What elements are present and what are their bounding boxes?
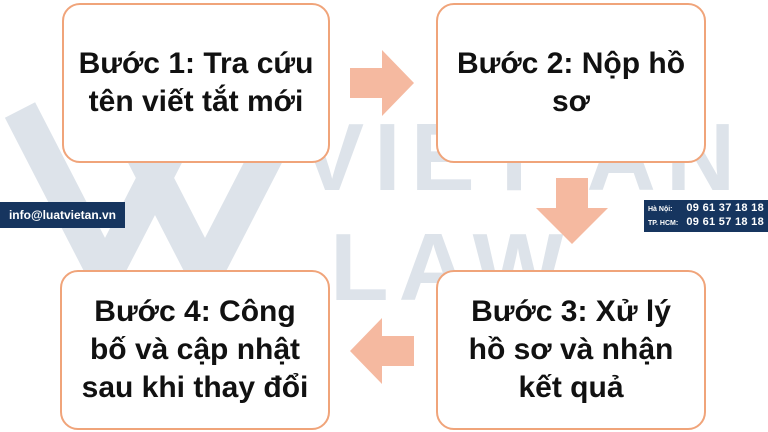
hcm-phone-row: TP. HCM: 09 61 57 18 18 — [648, 216, 764, 230]
arrow-down-icon — [536, 178, 608, 244]
step-4-text: Bước 4: Công bố và cập nhật sau khi thay… — [81, 295, 309, 404]
step-2-box: Bước 2: Nộp hồ sơ — [436, 3, 706, 163]
hcm-phone: 09 61 57 18 18 — [686, 216, 764, 228]
email-badge: info@luatvietan.vn — [0, 202, 125, 228]
step-4-box: Bước 4: Công bố và cập nhật sau khi thay… — [60, 270, 330, 430]
arrow-left-icon — [350, 318, 414, 384]
step-3-box: Bước 3: Xử lý hồ sơ và nhận kết quả — [436, 270, 706, 430]
hcm-label: TP. HCM: — [648, 220, 679, 227]
phone-badge: Hà Nội: 09 61 37 18 18 TP. HCM: 09 61 57… — [644, 200, 768, 232]
step-3-text: Bước 3: Xử lý hồ sơ và nhận kết quả — [468, 295, 674, 404]
step-1-text: Bước 1: Tra cứu tên viết tắt mới — [78, 47, 314, 118]
hanoi-phone: 09 61 37 18 18 — [686, 202, 764, 214]
step-2-text: Bước 2: Nộp hồ sơ — [456, 47, 686, 118]
email-text: info@luatvietan.vn — [8, 208, 117, 222]
step-1-box: Bước 1: Tra cứu tên viết tắt mới — [62, 3, 330, 163]
hanoi-label: Hà Nội: — [648, 206, 673, 213]
arrow-right-icon — [350, 50, 414, 116]
hanoi-phone-row: Hà Nội: 09 61 37 18 18 — [648, 202, 764, 216]
